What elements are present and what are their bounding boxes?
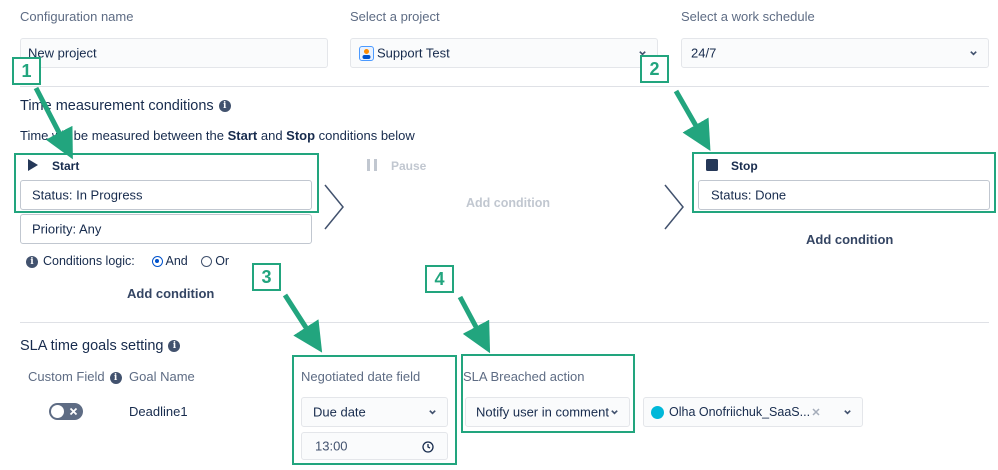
col-goal-name: Goal Name xyxy=(129,369,195,384)
divider xyxy=(20,322,989,323)
toggle-knob xyxy=(51,405,64,418)
col-custom-field-text: Custom Field xyxy=(28,369,105,384)
pause-add-condition-button[interactable]: Add condition xyxy=(466,196,551,210)
start-condition-priority[interactable]: Priority: Any xyxy=(20,214,312,244)
conditions-logic-label: Conditions logic: xyxy=(43,254,135,268)
sla-title-text: SLA time goals setting xyxy=(20,338,164,354)
chevron-down-icon xyxy=(844,410,851,415)
schedule-label: Select a work schedule xyxy=(681,9,815,24)
highlight-start-box xyxy=(14,153,319,213)
time-measurement-title-text: Time measurement conditions xyxy=(20,98,214,114)
time-measurement-title: Time measurement conditions i xyxy=(20,98,231,114)
col-breached-action: SLA Breached action xyxy=(463,369,585,384)
start-label: Start xyxy=(52,159,80,173)
condition-text: Status: Done xyxy=(711,187,787,203)
stop-icon xyxy=(706,159,718,171)
col-negotiated-date: Negotiated date field xyxy=(301,369,421,384)
user-avatar xyxy=(651,406,664,419)
time-value: 13:00 xyxy=(315,438,348,454)
condition-text: Priority: Any xyxy=(32,221,102,237)
sla-title: SLA time goals setting i xyxy=(20,338,181,354)
radio-and[interactable] xyxy=(151,256,163,268)
desc-prefix: Time will be measured between the xyxy=(20,128,228,143)
chevron-down-icon xyxy=(611,410,618,415)
col-custom-field: Custom Field i xyxy=(28,369,122,384)
highlight-stop-box xyxy=(692,152,996,213)
radio-and-label: And xyxy=(165,254,188,268)
config-name-label: Configuration name xyxy=(20,9,134,24)
desc-stop: Stop xyxy=(286,128,316,143)
info-icon[interactable]: i xyxy=(218,100,231,113)
start-condition-status[interactable]: Status: In Progress xyxy=(20,180,312,210)
arrow-3 xyxy=(282,293,323,353)
desc-and: and xyxy=(257,128,287,143)
start-add-condition-button[interactable]: Add condition xyxy=(127,286,215,301)
conditions-logic: i Conditions logic: And Or xyxy=(26,254,229,268)
breached-action-select[interactable]: Notify user in comment xyxy=(465,397,630,427)
arrow-2 xyxy=(673,89,711,152)
custom-field-toggle[interactable] xyxy=(49,403,83,420)
chevron-down-icon xyxy=(970,51,977,56)
pause-label: Pause xyxy=(391,159,427,173)
callout-2: 2 xyxy=(640,55,669,83)
stop-label: Stop xyxy=(731,159,758,173)
stop-add-condition-button[interactable]: Add condition xyxy=(806,232,894,247)
info-icon[interactable]: i xyxy=(109,371,122,384)
arrow-4 xyxy=(457,295,491,354)
user-value: Olha Onofriichuk_SaaS... xyxy=(669,405,811,419)
chevron-down-icon xyxy=(639,51,646,56)
condition-text: Status: In Progress xyxy=(32,187,143,203)
info-icon[interactable]: i xyxy=(26,255,38,268)
project-select[interactable]: Support Test xyxy=(350,38,658,68)
callout-3: 3 xyxy=(252,263,281,291)
config-name-value: New project xyxy=(28,45,97,61)
time-input[interactable]: 13:00 xyxy=(301,432,448,460)
highlight-negotiated-box xyxy=(292,355,457,465)
chevron-right-icon xyxy=(324,184,344,230)
clock-icon[interactable] xyxy=(422,441,434,453)
schedule-value: 24/7 xyxy=(691,45,717,61)
divider xyxy=(20,86,989,87)
schedule-select[interactable]: 24/7 xyxy=(681,38,989,68)
config-name-input[interactable]: New project xyxy=(20,38,328,68)
user-select[interactable]: Olha Onofriichuk_SaaS... xyxy=(643,397,863,427)
breached-action-value: Notify user in comment xyxy=(476,404,609,420)
info-icon[interactable]: i xyxy=(168,340,181,353)
desc-start: Start xyxy=(227,128,258,143)
stop-condition-status[interactable]: Status: Done xyxy=(698,180,990,210)
close-icon xyxy=(69,407,78,416)
date-field-select[interactable]: Due date xyxy=(301,397,448,427)
project-label: Select a project xyxy=(350,9,440,24)
date-field-value: Due date xyxy=(313,404,366,420)
play-icon xyxy=(28,159,38,171)
goal-name: Deadline1 xyxy=(129,404,188,419)
radio-or[interactable] xyxy=(200,256,212,268)
highlight-breached-box xyxy=(461,354,635,433)
radio-or-label: Or xyxy=(215,254,230,268)
chevron-down-icon xyxy=(429,410,436,415)
pause-icon xyxy=(367,159,377,171)
project-avatar-icon xyxy=(359,46,374,61)
time-measurement-description: Time will be measured between the Start … xyxy=(20,128,415,143)
chevron-right-icon xyxy=(664,184,684,230)
desc-suffix: conditions below xyxy=(315,128,415,143)
clear-icon[interactable] xyxy=(812,408,820,416)
callout-1: 1 xyxy=(12,57,41,85)
project-value: Support Test xyxy=(377,45,450,61)
callout-4: 4 xyxy=(425,265,454,293)
